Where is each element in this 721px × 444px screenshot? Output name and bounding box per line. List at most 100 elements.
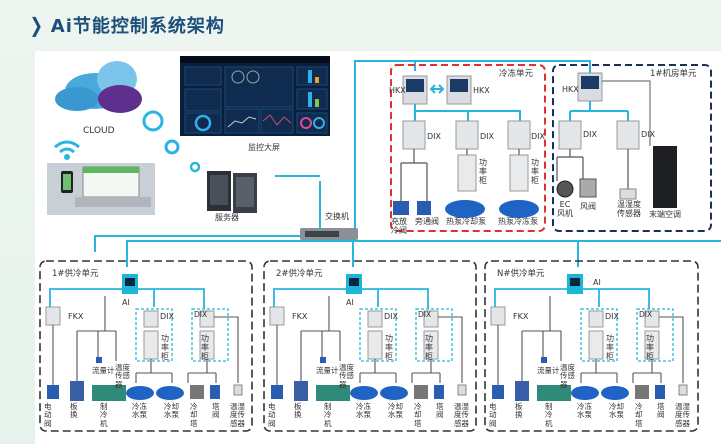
power-cabinet-icon (588, 330, 604, 360)
supply-unit-1-border (39, 260, 253, 432)
hkx-label: HKX (389, 86, 406, 95)
fkx-box-icon (45, 306, 61, 326)
device-label: 温湿度传感器 (617, 200, 641, 218)
supply-unit-title: N#供冷单元 (497, 269, 545, 279)
air-damper-icon (579, 178, 597, 198)
pump-icon (380, 386, 408, 400)
power-cabinet-label: 功率柜 (385, 334, 393, 361)
device-label: 制冷机 (545, 402, 553, 428)
diagram-svg (39, 56, 721, 432)
pump-icon (601, 386, 629, 400)
pump-icon (350, 386, 378, 400)
cooling-tower-icon (414, 385, 428, 399)
freeze-unit-border (390, 64, 546, 232)
precision-ac-icon (653, 146, 677, 208)
temp-sensor-label: 温度传感器 (560, 363, 575, 389)
chiller-icon (92, 385, 126, 401)
dix-box-icon (588, 310, 604, 328)
flowmeter-icon (541, 357, 547, 363)
network-switch-icon (300, 228, 358, 240)
humidity-sensor-icon (678, 384, 688, 396)
power-cabinet-icon (143, 330, 159, 360)
hkx-controller-icon (446, 75, 472, 105)
dix-label: DIX (194, 310, 208, 319)
dix-label: DIX (160, 312, 174, 321)
cooling-tower-icon (190, 385, 204, 399)
ec-fan-icon (556, 180, 574, 198)
temp-sensor-label: 温度传感器 (339, 363, 354, 389)
plate-exchanger-icon (515, 381, 529, 401)
device-label: 冷却水泵 (609, 402, 624, 420)
bubble-icon (189, 161, 201, 173)
freeze-unit-title: 冷冻单元 (499, 69, 534, 79)
device-label: 制冷机 (324, 402, 332, 428)
sync-arrow-icon (429, 84, 445, 94)
flowmeter-label: 流量计 (92, 366, 115, 375)
bubble-icon (142, 110, 164, 132)
dix-label: DIX (418, 310, 432, 319)
ai-label: AI (122, 298, 130, 307)
dix-box-icons (558, 120, 640, 150)
flowmeter-icon (96, 357, 102, 363)
power-cabinet-label: 功率柜 (425, 334, 433, 361)
device-label: 温湿度传感器 (675, 402, 690, 428)
device-label: 冷冻水泵 (132, 402, 147, 420)
dix-label: DIX (605, 312, 619, 321)
supply-unit: 2#供冷单元 AI FKX DIX DIX 功率柜 功率柜 流量计 温度传感器 … (264, 261, 476, 431)
dix-group-border (135, 308, 173, 362)
supply-unit-svg (269, 274, 467, 401)
dix-label: DIX (427, 132, 441, 141)
device-label: 温湿度传感器 (454, 402, 469, 428)
pump-icon (126, 386, 154, 400)
motorized-valve-icon (47, 385, 59, 399)
dix-box-icon (143, 310, 159, 328)
switch-label: 交换机 (325, 212, 349, 221)
flowmeter-icon (320, 357, 326, 363)
dix-label: DIX (641, 130, 655, 139)
device-label: 充放冷阀 (391, 217, 407, 235)
fkx-label: FKX (513, 312, 529, 321)
device-label: 电动阀 (489, 402, 497, 428)
device-label: 塔阀 (212, 402, 220, 420)
device-label: 板换 (70, 402, 78, 420)
cooling-tower-icon (635, 385, 649, 399)
power-cabinet-label: 功率柜 (606, 334, 614, 361)
device-label: 冷却水泵 (388, 402, 403, 420)
power-cabinet-icons (457, 154, 529, 192)
fkx-label: FKX (68, 312, 84, 321)
motorized-valve-icon (271, 385, 283, 399)
server-icon (207, 171, 257, 213)
device-label: EC风机 (557, 200, 573, 218)
device-label: 板换 (515, 402, 523, 420)
link-switch-room (354, 60, 591, 231)
supply-unit: 1#供冷单元 AI FKX DIX DIX 功率柜 功率柜 流量计 温度传感器 … (40, 261, 252, 431)
ai-label: AI (346, 298, 354, 307)
cloud-label: CLOUD (83, 126, 115, 136)
device-label: 冷冻水泵 (356, 402, 371, 420)
tower-valve-icon (210, 385, 220, 399)
power-cabinet-label: 功率柜 (479, 158, 487, 185)
monitor-label: 监控大屏 (248, 143, 280, 152)
power-cabinet-label: 功率柜 (646, 334, 654, 361)
dix-label: DIX (583, 130, 597, 139)
dix-box-icon (644, 310, 660, 328)
monitor-screen-image (180, 56, 330, 136)
cloud-icon (55, 61, 142, 113)
supply-unit-svg (45, 274, 243, 401)
device-label: 冷却塔 (414, 402, 422, 428)
device-label: 电动阀 (268, 402, 276, 428)
dix-box-icons (402, 120, 531, 150)
supply-unit-2-border (263, 260, 477, 432)
fkx-label: FKX (292, 312, 308, 321)
power-cabinet-label: 功率柜 (531, 158, 539, 185)
page-title: Ai节能控制系统架构 (50, 16, 225, 37)
humidity-sensor-icon (457, 384, 467, 396)
device-label: 冷却水泵 (164, 402, 179, 420)
wifi-icon (54, 140, 80, 154)
double-chevron-right-icon: ❯ (29, 13, 44, 37)
temp-sensor-label: 温度传感器 (115, 363, 130, 389)
dix-group-border (580, 308, 618, 362)
dix-group-border (191, 308, 229, 362)
flowmeter-label: 流量计 (316, 366, 339, 375)
device-label: 热泵冷冻泵 (498, 217, 538, 226)
